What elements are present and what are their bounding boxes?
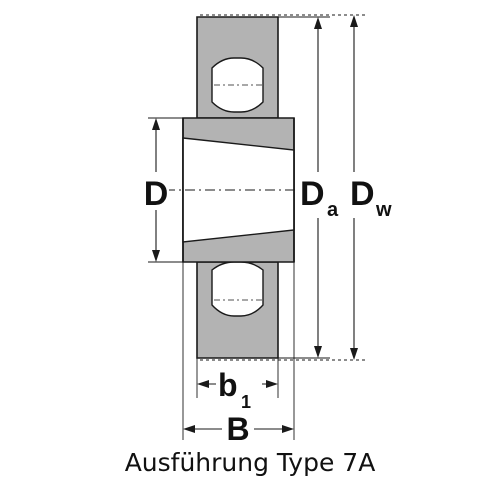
- upper-rim-section: [196, 16, 279, 119]
- label-b1-sub: 1: [241, 392, 251, 412]
- label-B: B: [226, 411, 249, 440]
- label-Dw-sub: w: [375, 199, 392, 221]
- label-Da-sub: a: [327, 199, 339, 221]
- extension-lines: [148, 14, 368, 440]
- hub-section: [182, 117, 295, 263]
- label-b1-main: b: [218, 367, 238, 403]
- label-Da-main: D: [300, 175, 325, 213]
- label-D-bore: D: [144, 175, 169, 213]
- label-Dw-main: D: [350, 175, 375, 213]
- pulley-cross-section-drawing: D D a D w b 1 B: [143, 14, 392, 440]
- caption: Ausführung Type 7A: [124, 448, 376, 477]
- lower-rim-section: [196, 261, 279, 359]
